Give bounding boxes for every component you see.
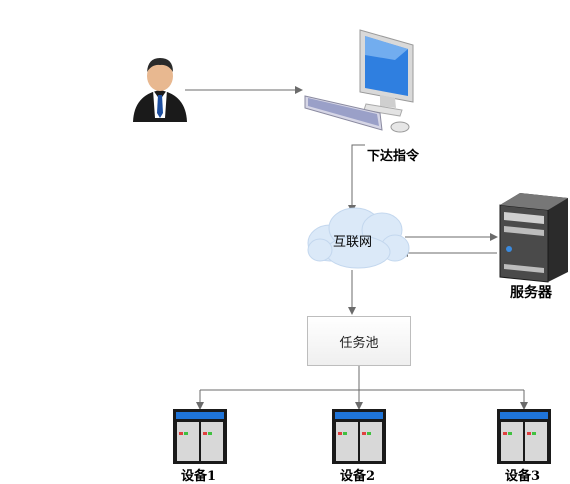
device-2-label: 设备2 [340,469,376,484]
command-label: 下达指令 [367,149,420,164]
internet-label: 互联网 [333,235,373,250]
device-1-icon [173,409,227,464]
server-label: 服务器 [510,285,552,301]
task-pool-label: 任务池 [339,335,379,351]
device-3-icon [497,409,551,464]
device-1-label: 设备1 [181,469,217,484]
device-3-label: 设备3 [505,469,541,484]
arrow-computer-to-internet [348,144,365,213]
device-2-icon [332,409,386,464]
task-pool-box: 任务池 [307,316,411,366]
